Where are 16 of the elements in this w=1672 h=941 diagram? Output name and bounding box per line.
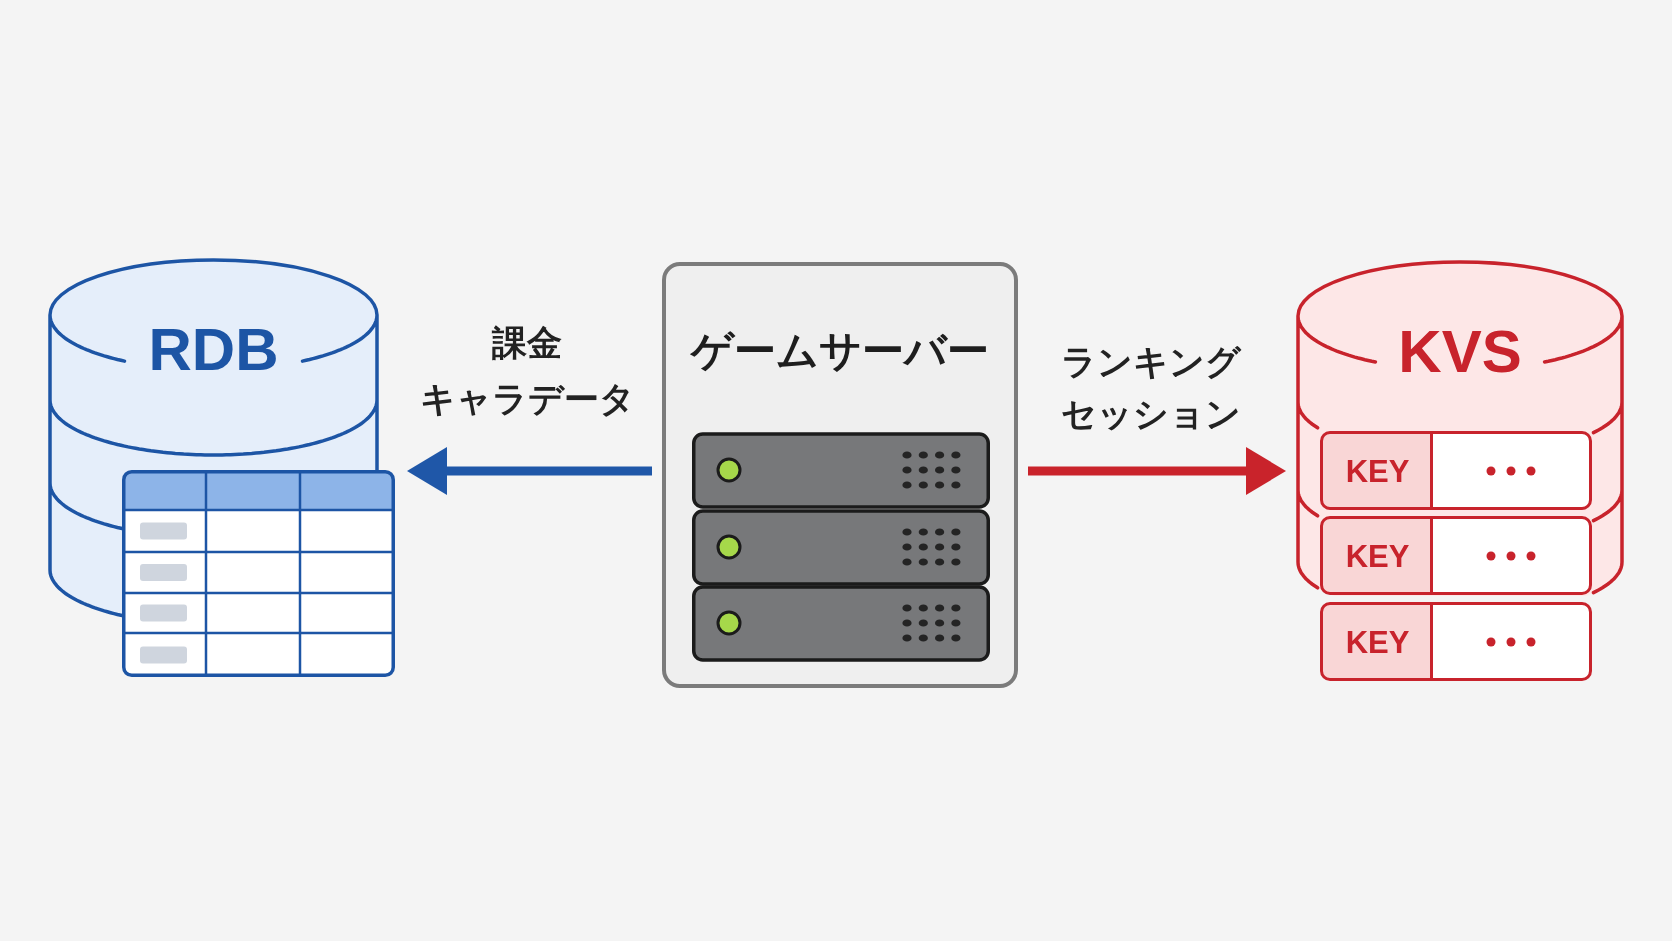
arrow xyxy=(1028,447,1286,495)
database-label: KVS xyxy=(1398,322,1522,382)
key-value-row xyxy=(1320,516,1592,595)
arrow-label: 課金 xyxy=(492,322,562,365)
arrow-label: セッション xyxy=(1061,393,1241,436)
panel-title: ゲームサーバー xyxy=(691,330,989,372)
arrow-label: ランキング xyxy=(1061,341,1241,384)
database-label: RDB xyxy=(148,320,279,380)
key-label: KEY xyxy=(1345,540,1410,571)
key-value-row xyxy=(1320,602,1592,681)
key-label: KEY xyxy=(1345,626,1410,657)
arrow-label: キャラデータ xyxy=(419,378,635,421)
server-panel xyxy=(662,262,1018,688)
key-value-row xyxy=(1320,431,1592,510)
key-label: KEY xyxy=(1345,455,1410,486)
arrow xyxy=(407,447,652,495)
